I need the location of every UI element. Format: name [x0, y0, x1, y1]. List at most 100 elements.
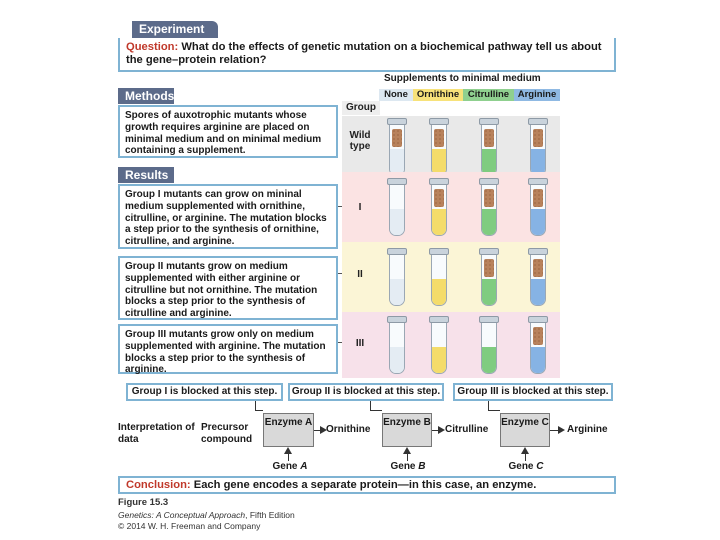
row-group-3 [342, 312, 560, 378]
enzyme-b-box: Enzyme B [382, 413, 432, 447]
gene-arrow-head [521, 447, 529, 454]
tube-medium [432, 347, 446, 373]
tube-cap [429, 316, 449, 323]
precursor-compound: Precursor compound [201, 422, 253, 445]
arginine-label: Arginine [567, 424, 608, 435]
enzyme-c-box: Enzyme C [500, 413, 550, 447]
group-header: Group [342, 101, 380, 115]
pointer-line [370, 401, 371, 410]
arrow-head [558, 426, 565, 434]
tube-glass [530, 320, 546, 374]
tube-medium [390, 347, 404, 373]
tube-cap [479, 316, 499, 323]
test-tube [387, 118, 407, 176]
tube-glass [389, 122, 405, 176]
test-tube [528, 178, 548, 236]
tube-glass [431, 320, 447, 374]
gene-c-label: Gene C [508, 461, 544, 472]
interpretation-label: Interpretation of data [118, 422, 195, 445]
supplement-none: None [379, 89, 413, 101]
test-tube [528, 316, 548, 374]
tube-medium [482, 279, 496, 305]
fungal-growth [484, 259, 494, 277]
figure-number: Figure 15.3 [118, 497, 169, 508]
results-label: Results [118, 167, 174, 183]
pointer-line [255, 401, 256, 410]
test-tube [387, 316, 407, 374]
supplements-title: Supplements to minimal medium [384, 73, 541, 84]
question-label: Question: [126, 41, 179, 53]
tube-medium [390, 149, 404, 175]
fungal-growth [533, 259, 543, 277]
test-tube [479, 316, 499, 374]
tube-medium [482, 149, 496, 175]
tube-glass [431, 182, 447, 236]
tube-glass [481, 252, 497, 306]
tube-cap [429, 178, 449, 185]
tube-cap [528, 248, 548, 255]
gene-arrow-head [284, 447, 292, 454]
conclusion-text: Each gene encodes a separate protein—in … [193, 479, 537, 491]
test-tube [387, 248, 407, 306]
tube-cap [387, 118, 407, 125]
tube-cap [479, 248, 499, 255]
arrow-head [320, 426, 327, 434]
row-label-group-1: I [358, 202, 362, 213]
fungal-growth [434, 129, 444, 147]
tube-glass [530, 182, 546, 236]
book-citation: Genetics: A Conceptual Approach, Fifth E… [118, 510, 295, 520]
tube-medium [531, 209, 545, 235]
group3-blocked-box: Group III is blocked at this step. [453, 383, 613, 401]
test-tube [479, 248, 499, 306]
pointer-line [488, 401, 489, 410]
fungal-growth [533, 327, 543, 345]
tube-cap [479, 118, 499, 125]
tube-cap [528, 178, 548, 185]
fungal-growth [533, 189, 543, 207]
tube-medium [531, 149, 545, 175]
tube-cap [479, 178, 499, 185]
group1-blocked-box: Group I is blocked at this step. [126, 383, 283, 401]
test-tube [429, 178, 449, 236]
tube-glass [481, 122, 497, 176]
group3-result: Group III mutants grow only on medium su… [118, 324, 338, 375]
group1-result: Group I mutants can grow on mininal medi… [118, 184, 338, 249]
row-group-1 [342, 172, 560, 242]
arrow-head [438, 426, 445, 434]
tube-glass [431, 252, 447, 306]
tube-cap [387, 178, 407, 185]
arrow-line [314, 430, 322, 431]
test-tube [429, 118, 449, 176]
tube-medium [432, 279, 446, 305]
enzyme-a-box: Enzyme A [263, 413, 314, 447]
tube-medium [531, 347, 545, 373]
row-label-group-2: II [357, 269, 363, 280]
group2-result: Group II mutants grow on medium suppleme… [118, 256, 338, 320]
tube-glass [481, 320, 497, 374]
tube-glass [530, 122, 546, 176]
pointer-line [370, 410, 382, 411]
tube-medium [432, 149, 446, 175]
tube-medium [390, 209, 404, 235]
row-label-wild-type: Wild type [349, 130, 371, 152]
fungal-growth [484, 189, 494, 207]
copyright: © 2014 W. H. Freeman and Company [118, 521, 261, 531]
supplement-arginine: Arginine [514, 89, 560, 101]
row-label-group-3: III [355, 338, 365, 349]
tube-medium [531, 279, 545, 305]
tube-cap [429, 248, 449, 255]
question-text: What do the effects of genetic mutation … [126, 41, 602, 66]
gene-a-label: Gene A [272, 461, 308, 472]
gene-b-label: Gene B [390, 461, 426, 472]
tube-cap [528, 316, 548, 323]
tube-glass [530, 252, 546, 306]
pointer-line [488, 410, 500, 411]
tube-glass [389, 182, 405, 236]
test-tube [479, 118, 499, 176]
tube-glass [481, 182, 497, 236]
test-tube [479, 178, 499, 236]
pointer-line [255, 410, 263, 411]
gene-arrow-line [525, 453, 526, 461]
group2-blocked-box: Group II is blocked at this step. [288, 383, 444, 401]
tube-glass [389, 252, 405, 306]
